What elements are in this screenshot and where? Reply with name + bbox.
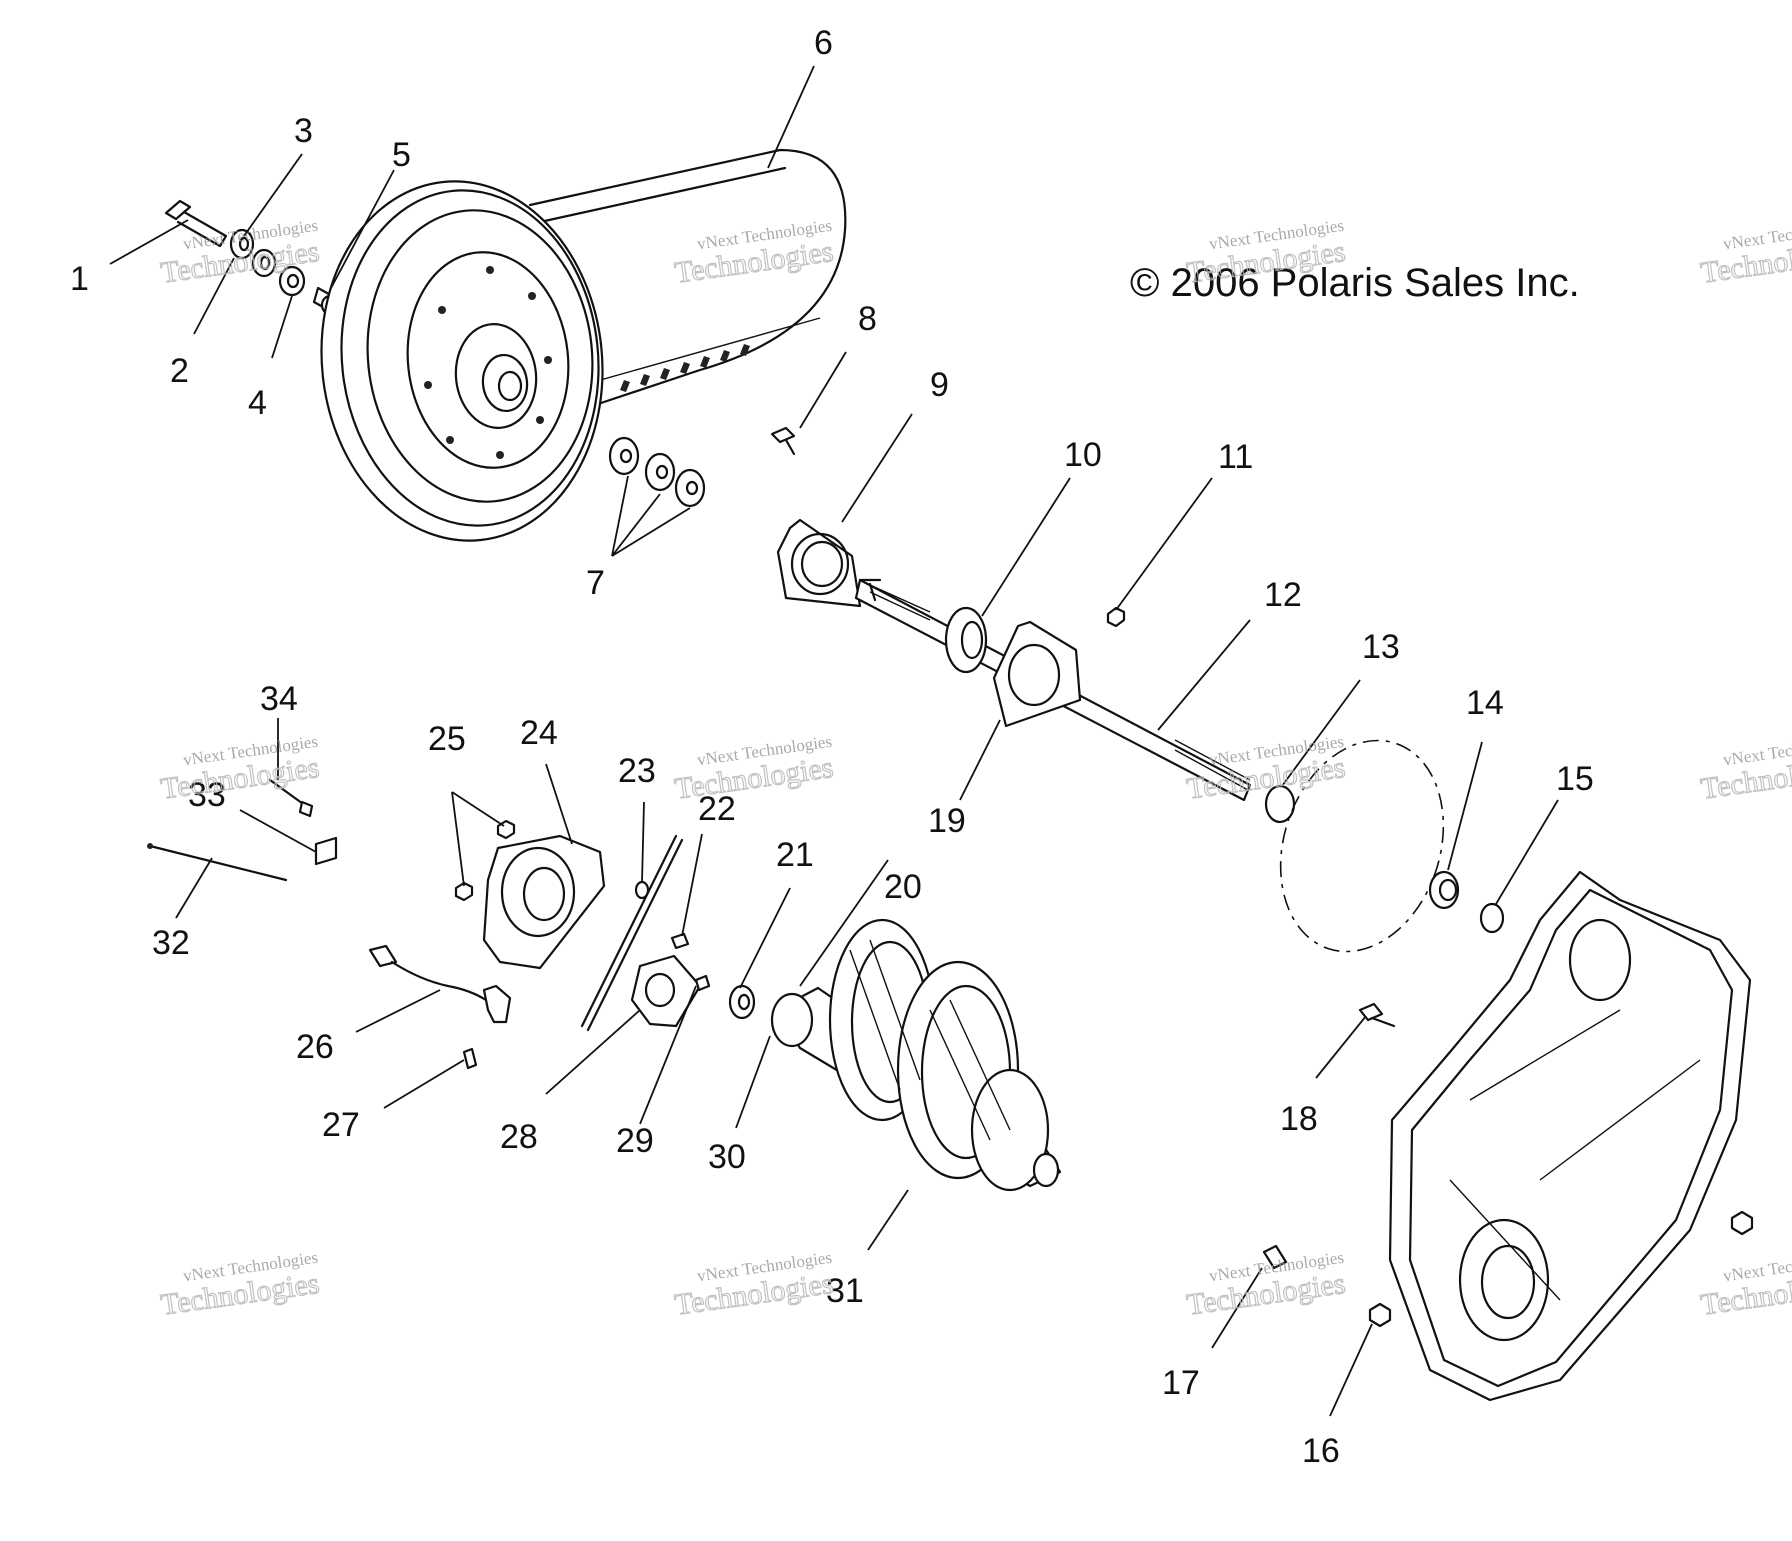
- callout-17: 17: [1162, 1364, 1200, 1402]
- callout-4: 4: [248, 384, 267, 422]
- part-drive-sprocket-assembly: [770, 918, 1062, 1192]
- callout-3: 3: [294, 112, 313, 150]
- callout-15: 15: [1556, 760, 1594, 798]
- part-snap-ring: [1479, 902, 1505, 934]
- part-chaincase-stud: [1262, 1244, 1288, 1270]
- watermark-6: vNext Technologies Technologies: [672, 732, 836, 807]
- part-gasket-dashed: [1279, 739, 1445, 953]
- callout-19: 19: [928, 802, 966, 840]
- callout-6: 6: [814, 24, 833, 62]
- callout-29: 29: [616, 1122, 654, 1160]
- part-flange-bolt: [770, 426, 796, 456]
- callout-13: 13: [1362, 628, 1400, 666]
- part-sensor-plate: [630, 954, 702, 1028]
- callout-14: 14: [1466, 684, 1504, 722]
- part-o-ring: [1264, 784, 1296, 824]
- callout-27: 27: [322, 1106, 360, 1144]
- callout-34: 34: [260, 680, 298, 718]
- copyright-text: © 2006 Polaris Sales Inc.: [1130, 261, 1580, 305]
- part-washer-4: [278, 265, 306, 297]
- part-shim-washers: [608, 436, 706, 508]
- leader-lines: [109, 65, 1559, 1417]
- part-bearing-flange-outer: [776, 518, 862, 608]
- part-chaincase-nut-right: [1730, 1210, 1754, 1236]
- part-driven-clutch: [320, 180, 604, 542]
- callout-25: 25: [428, 720, 466, 758]
- callout-30: 30: [708, 1138, 746, 1176]
- callout-18: 18: [1280, 1100, 1318, 1138]
- part-chaincase-nut: [1368, 1302, 1392, 1328]
- callout-20: 20: [884, 868, 922, 906]
- callout-23: 23: [618, 752, 656, 790]
- callout-7: 7: [586, 564, 605, 602]
- part-flange-nut: [1106, 606, 1126, 628]
- part-screw: [670, 932, 690, 950]
- callout-32: 32: [152, 924, 190, 962]
- callout-33: 33: [188, 776, 226, 814]
- watermark-10: vNext Technologies Technologies: [672, 1248, 836, 1323]
- part-speed-sensor: [368, 944, 512, 1024]
- callout-21: 21: [776, 836, 814, 874]
- part-sensor-screw: [462, 1047, 478, 1070]
- part-drive-belt: [528, 148, 847, 407]
- part-pinion-gear: [728, 984, 756, 1020]
- watermark-9: vNext Technologies Technologies: [158, 1248, 322, 1323]
- watermark-5: vNext Technologies Technologies: [158, 732, 322, 807]
- callout-8: 8: [858, 300, 877, 338]
- watermark-4: vNext Technologies Technologies: [1698, 216, 1792, 291]
- watermark-11: vNext Technologies Technologies: [1184, 1248, 1348, 1323]
- part-bearing-flange-inner: [992, 620, 1082, 728]
- part-bearing-cap: [482, 834, 606, 970]
- part-washer-3: [251, 248, 277, 278]
- watermark-2: vNext Technologies Technologies: [672, 216, 836, 291]
- callout-28: 28: [500, 1118, 538, 1156]
- callout-5: 5: [392, 136, 411, 174]
- callout-22: 22: [698, 790, 736, 828]
- part-washer-2: [229, 228, 255, 260]
- callout-10: 10: [1064, 436, 1102, 474]
- watermark-12: vNext Technologies Technologies: [1698, 1248, 1792, 1323]
- callout-2: 2: [170, 352, 189, 390]
- callout-9: 9: [930, 366, 949, 404]
- callout-11: 11: [1218, 438, 1253, 476]
- watermark-8: vNext Technologies Technologies: [1698, 732, 1792, 807]
- callout-16: 16: [1302, 1432, 1340, 1470]
- part-bracket-bolt: [268, 778, 314, 818]
- callout-1: 1: [70, 260, 89, 298]
- callout-31: 31: [826, 1272, 864, 1310]
- part-bolt: [164, 199, 228, 248]
- part-oil-seal: [1428, 870, 1460, 910]
- part-chaincase-bolt: [1358, 1002, 1396, 1028]
- part-bracket: [314, 836, 338, 866]
- callout-24: 24: [520, 714, 558, 752]
- part-gasket-sliver: [580, 834, 684, 1032]
- callout-labels: 1 2 3 4 5 6 7 8 9 10 11 12 13 14 15 16 1…: [70, 24, 1594, 1470]
- part-cable-tie: [147, 843, 288, 882]
- part-chaincase: [1388, 870, 1752, 1402]
- callout-12: 12: [1264, 576, 1302, 614]
- callout-26: 26: [296, 1028, 334, 1066]
- part-shaft-bearing: [944, 606, 988, 674]
- part-screw-29: [694, 974, 711, 992]
